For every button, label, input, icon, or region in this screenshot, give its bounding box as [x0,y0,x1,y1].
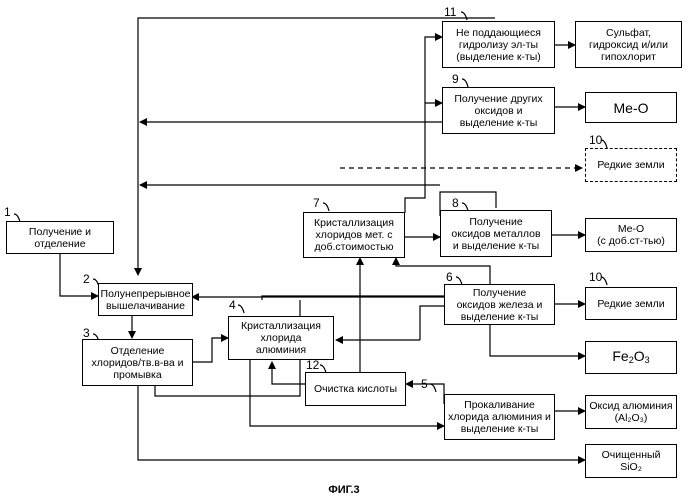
box-5-calcination: Прокаливание хлорида алюминия и выделени… [444,394,555,440]
box-3-chloride-separation: Отделение хлоридов/тв.в-ва и промывка [82,339,193,386]
arrow-7-to-9 [405,103,442,213]
box-11-number: 11 [444,6,456,18]
arrow-3-to-4 [193,338,228,362]
box-3-number: 3 [83,327,90,339]
box-7-number: 7 [313,197,320,209]
box-2-leaching: Полунепрерывное вышелачивание [98,283,193,316]
product-rare-earths-dashed: Редкие земли [585,148,677,182]
box-2-number: 2 [83,273,90,285]
box-12-number: 12 [306,359,319,371]
box-8-metal-oxides: Получение оксидов металлов и выделение к… [440,210,552,257]
box-9-other-oxides: Получение других оксидов и выделение к-т… [442,87,555,134]
box-4-number: 4 [229,299,236,311]
product-sulfate: Сульфат, гидроксид и/или гипохлорит [575,21,682,68]
product-rare-dashed-number: 10 [589,134,602,146]
arrow-6-to-fe2o3 [490,325,585,356]
box-8-number: 8 [452,197,459,209]
box-1-acquisition: Получение и отделение [6,221,114,254]
box-6-number: 6 [446,271,453,283]
arrow-1-to-2 [60,254,98,296]
fe2o3-formula: Fe2O3 [612,350,649,366]
arrow-feed-to-4 [262,296,444,300]
product-meo-added-value: Me-O (с доб.ст-тью) [585,218,677,252]
figure-caption: ФИГ.3 [0,484,688,496]
product-alumina: Оксид алюминия (Al₂O₃) [585,395,677,429]
product-silica: Очищенный SiO₂ [585,444,677,478]
arrow-9-to-11 [425,37,442,103]
line-6-left [420,306,444,340]
box-5-number: 5 [421,378,428,390]
arrow-6-to-7 [396,258,490,284]
product-rare-earths-number: 10 [589,271,602,283]
box-9-number: 9 [452,73,459,85]
product-rare-earths: Редкие земли [585,287,677,320]
box-6-iron-oxides: Получение оксидов железа и выделение к-т… [444,284,555,325]
product-fe2o3: Fe2O3 [585,341,677,374]
box-7-value-chlorides-crystallization: Кристаллизация хлоридов мет. с доб.стоим… [303,212,405,258]
product-meo: Me-O [585,92,677,123]
box-12-acid-purification: Очистка кислоты [305,372,406,406]
box-1-number: 1 [4,206,11,218]
box-4-aluminum-chloride-crystallization: Кристаллизация хлорида алюминия [228,316,334,360]
box-11-non-hydrolyzable: Не поддающиеся гидролизу эл-ты (выделени… [442,21,555,68]
